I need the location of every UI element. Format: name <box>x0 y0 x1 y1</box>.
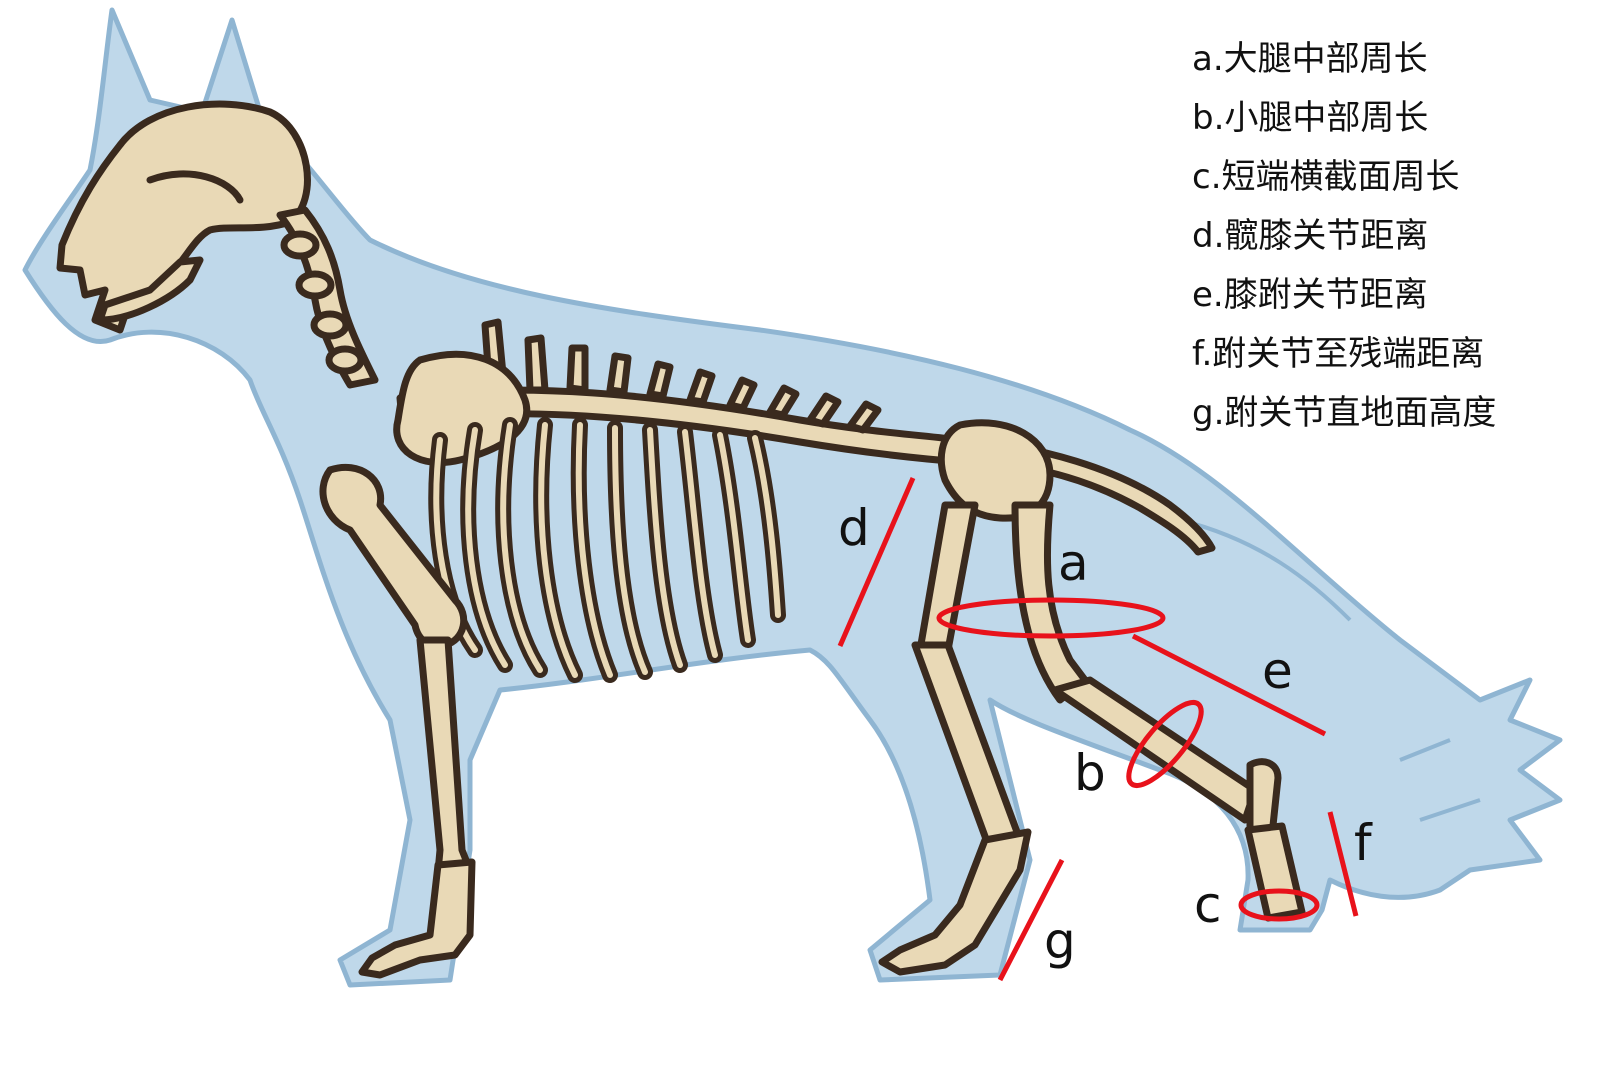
measure-a-loop <box>936 597 1166 639</box>
pelvis <box>937 419 1054 522</box>
measure-c-loop <box>1238 888 1320 922</box>
measurement-legend: a.大腿中部周长 b.小腿中部周长 c.短端横截面周长 d.髋膝关节距离 e.膝… <box>1192 30 1496 443</box>
legend-item-b: b.小腿中部周长 <box>1192 98 1429 138</box>
front-paw <box>358 858 476 979</box>
marker-label-d: d <box>838 499 870 557</box>
legend-item-f: f.跗关节至残端距离 <box>1192 334 1485 374</box>
measure-d-line <box>837 477 916 647</box>
legend-item-e: e.膝跗关节距离 <box>1192 275 1428 315</box>
hind-paw-front <box>878 828 1032 976</box>
marker-label-a: a <box>1058 534 1089 592</box>
marker-label-e: e <box>1262 642 1293 700</box>
marker-label-g: g <box>1044 912 1076 970</box>
skull-eye-socket <box>146 170 244 204</box>
skull <box>56 100 311 334</box>
neck-processes <box>280 230 365 375</box>
legend-item-d: d.髋膝关节距离 <box>1192 216 1429 256</box>
metatarsal-caudal <box>1244 822 1306 922</box>
marker-label-f: f <box>1354 814 1373 872</box>
measure-e-line <box>1131 633 1327 737</box>
legend-item-a: a.大腿中部周长 <box>1192 39 1428 79</box>
skull-jaw <box>96 256 204 324</box>
dorsal-spines <box>481 318 882 434</box>
measurement-marks <box>837 477 1359 982</box>
measure-g-line <box>997 858 1065 982</box>
legend-item-g: g.跗关节直地面高度 <box>1192 393 1497 433</box>
marker-label-c: c <box>1194 876 1222 934</box>
marker-label-b: b <box>1074 744 1106 802</box>
tail-fur <box>1179 518 1481 822</box>
dog-skeleton <box>56 100 1306 979</box>
measure-b-loop <box>1126 700 1204 788</box>
measure-f-line <box>1327 811 1359 917</box>
legend-item-c: c.短端横截面周长 <box>1192 157 1460 197</box>
